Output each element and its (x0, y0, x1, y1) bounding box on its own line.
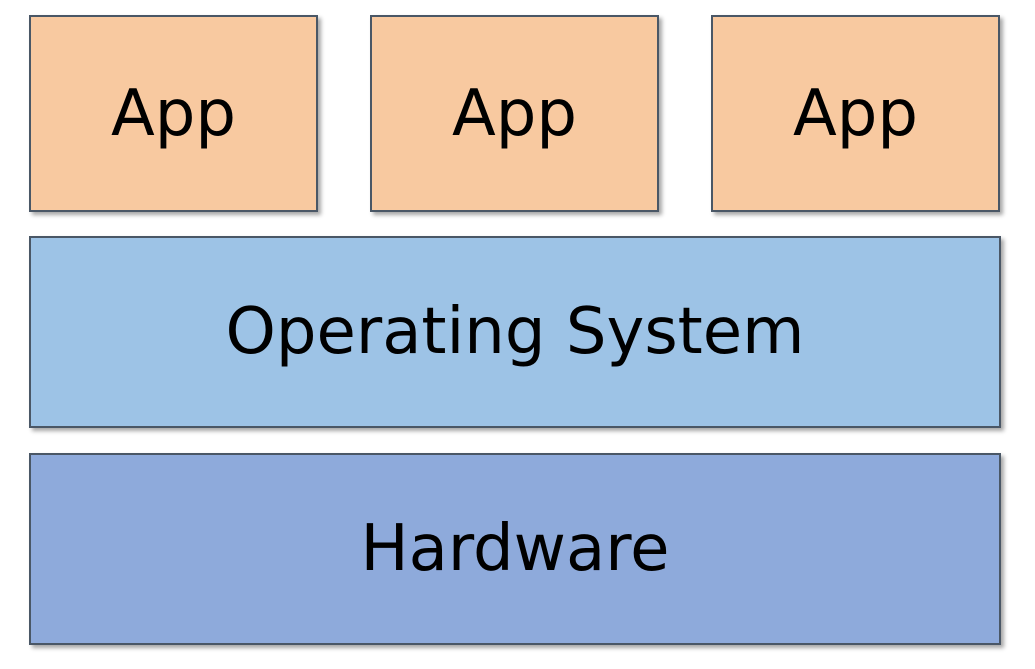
hardware-label: Hardware (360, 512, 670, 586)
app-label-3: App (792, 76, 919, 151)
hardware-layer: Hardware (29, 453, 1001, 645)
app-block-1: App (29, 15, 318, 212)
app-block-2: App (370, 15, 659, 212)
app-block-3: App (711, 15, 1000, 212)
operating-system-label: Operating System (225, 295, 805, 369)
app-label-1: App (110, 76, 237, 151)
app-label-2: App (451, 76, 578, 151)
operating-system-layer: Operating System (29, 236, 1001, 428)
